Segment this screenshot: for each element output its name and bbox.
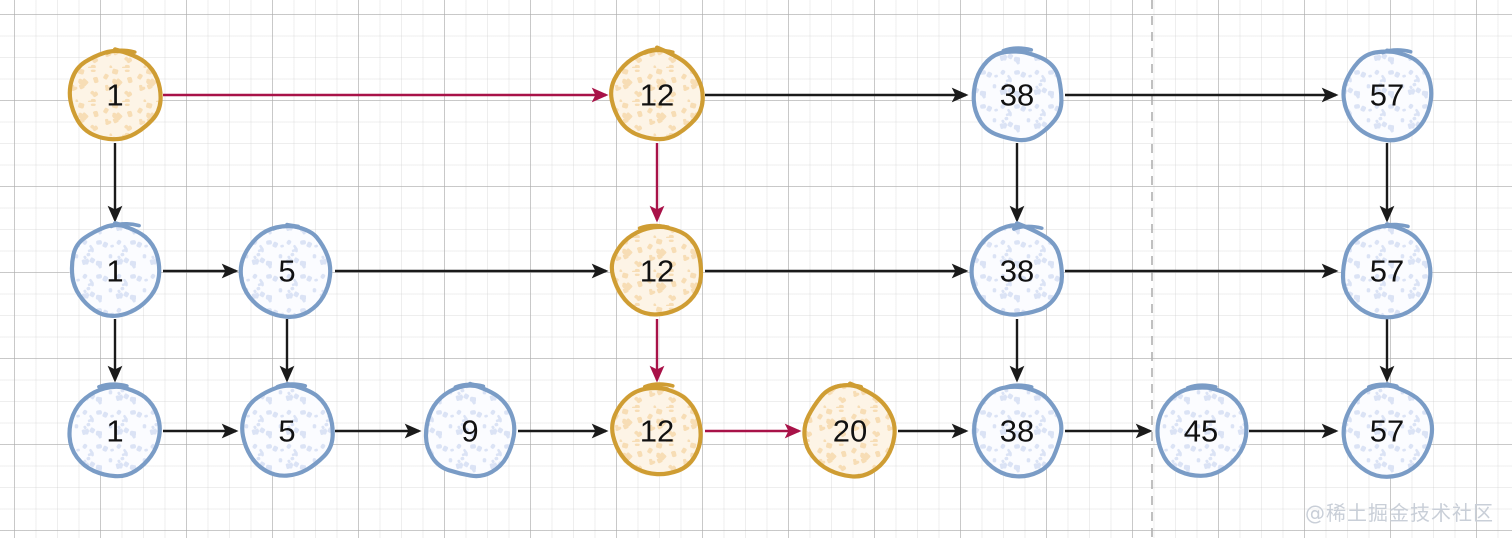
node-label: 12 [640, 414, 674, 449]
node-outline [1340, 222, 1433, 320]
node-fill [1341, 385, 1433, 477]
node-outline [238, 222, 333, 319]
node-1-n5[interactable]: 1 [69, 221, 162, 318]
node-label: 5 [278, 414, 295, 449]
node-outline-overshoot [1185, 383, 1218, 390]
node-outline-overshoot [643, 382, 675, 389]
node-outline [67, 47, 163, 142]
edges-layer [107, 87, 1395, 439]
node-label: 45 [1184, 414, 1218, 449]
node-fill [69, 225, 161, 317]
node-5-n6[interactable]: 5 [238, 222, 333, 319]
node-label: 38 [1000, 254, 1034, 289]
node-57-n9[interactable]: 57 [1340, 222, 1433, 320]
node-1-n10[interactable]: 1 [67, 382, 162, 479]
node-outline [802, 381, 897, 479]
node-fill [611, 225, 703, 317]
node-outline-overshoot [271, 224, 303, 231]
node-outline-overshoot [831, 383, 863, 390]
node-outline [609, 45, 705, 142]
node-fill [971, 49, 1063, 141]
node-outline-overshoot [1378, 222, 1410, 229]
node-fill [69, 385, 161, 477]
node-label: 57 [1370, 414, 1404, 449]
node-outline-overshoot [105, 48, 137, 55]
node-fill [241, 225, 333, 317]
node-fill [1155, 385, 1247, 477]
node-fill [804, 385, 896, 477]
node-outline [969, 221, 1065, 317]
node-outline-overshoot [109, 222, 141, 229]
node-12-n2[interactable]: 12 [609, 45, 705, 142]
node-label: 1 [106, 414, 123, 449]
node-57-n4[interactable]: 57 [1341, 48, 1434, 143]
node-5-n11[interactable]: 5 [240, 382, 335, 478]
node-1-n1[interactable]: 1 [67, 47, 163, 142]
node-outline [423, 381, 517, 479]
node-45-n16[interactable]: 45 [1155, 383, 1249, 478]
node-outline [610, 384, 703, 477]
node-12-n13[interactable]: 12 [610, 382, 703, 477]
node-38-n8[interactable]: 38 [969, 221, 1065, 317]
node-outline-overshoot [1380, 48, 1413, 55]
node-outline-overshoot [643, 48, 675, 55]
node-fill [241, 385, 333, 477]
node-fill [971, 385, 1063, 477]
node-outline-overshoot [637, 223, 670, 230]
node-label: 5 [278, 254, 295, 289]
node-outline-overshoot [1367, 382, 1399, 389]
node-outline-overshoot [453, 382, 486, 389]
node-38-n15[interactable]: 38 [971, 383, 1064, 479]
node-label: 1 [106, 78, 123, 113]
node-fill [1341, 49, 1433, 141]
node-label: 12 [640, 254, 674, 289]
node-fill [611, 49, 703, 141]
node-outline [971, 48, 1064, 143]
node-outline-overshoot [1001, 46, 1034, 53]
node-9-n12[interactable]: 9 [423, 381, 517, 479]
node-20-n14[interactable]: 20 [802, 381, 897, 479]
node-label: 12 [640, 78, 674, 113]
node-38-n3[interactable]: 38 [971, 46, 1064, 143]
node-label: 20 [833, 414, 867, 449]
node-fill [611, 385, 703, 477]
node-12-n7[interactable]: 12 [609, 223, 704, 317]
node-fill [424, 385, 516, 477]
node-outline-overshoot [275, 382, 308, 389]
node-outline [609, 223, 704, 317]
node-outline [1341, 382, 1435, 479]
node-outline [1341, 48, 1434, 143]
watermark: @稀土掘金技术社区 [1305, 501, 1494, 525]
node-outline-overshoot [97, 382, 129, 389]
node-outline [1155, 384, 1249, 478]
node-label: 1 [106, 254, 123, 289]
node-outline [69, 221, 162, 318]
node-outline [67, 383, 162, 479]
node-outline-overshoot [1001, 383, 1034, 390]
node-label: 57 [1370, 254, 1404, 289]
node-outline [972, 383, 1064, 479]
node-57-n17[interactable]: 57 [1341, 382, 1435, 479]
node-fill [1341, 225, 1433, 317]
node-outline [240, 382, 335, 478]
node-label: 57 [1370, 78, 1404, 113]
node-label: 38 [1000, 414, 1034, 449]
node-label: 9 [461, 414, 478, 449]
node-fill [971, 225, 1063, 317]
nodes-layer: 1 12 38 57 1 5 12 38 57 1 5 9 12 20 38 45 57 [67, 45, 1435, 479]
node-label: 38 [1000, 78, 1034, 113]
node-fill [69, 49, 161, 141]
node-outline-overshoot [1012, 224, 1044, 231]
